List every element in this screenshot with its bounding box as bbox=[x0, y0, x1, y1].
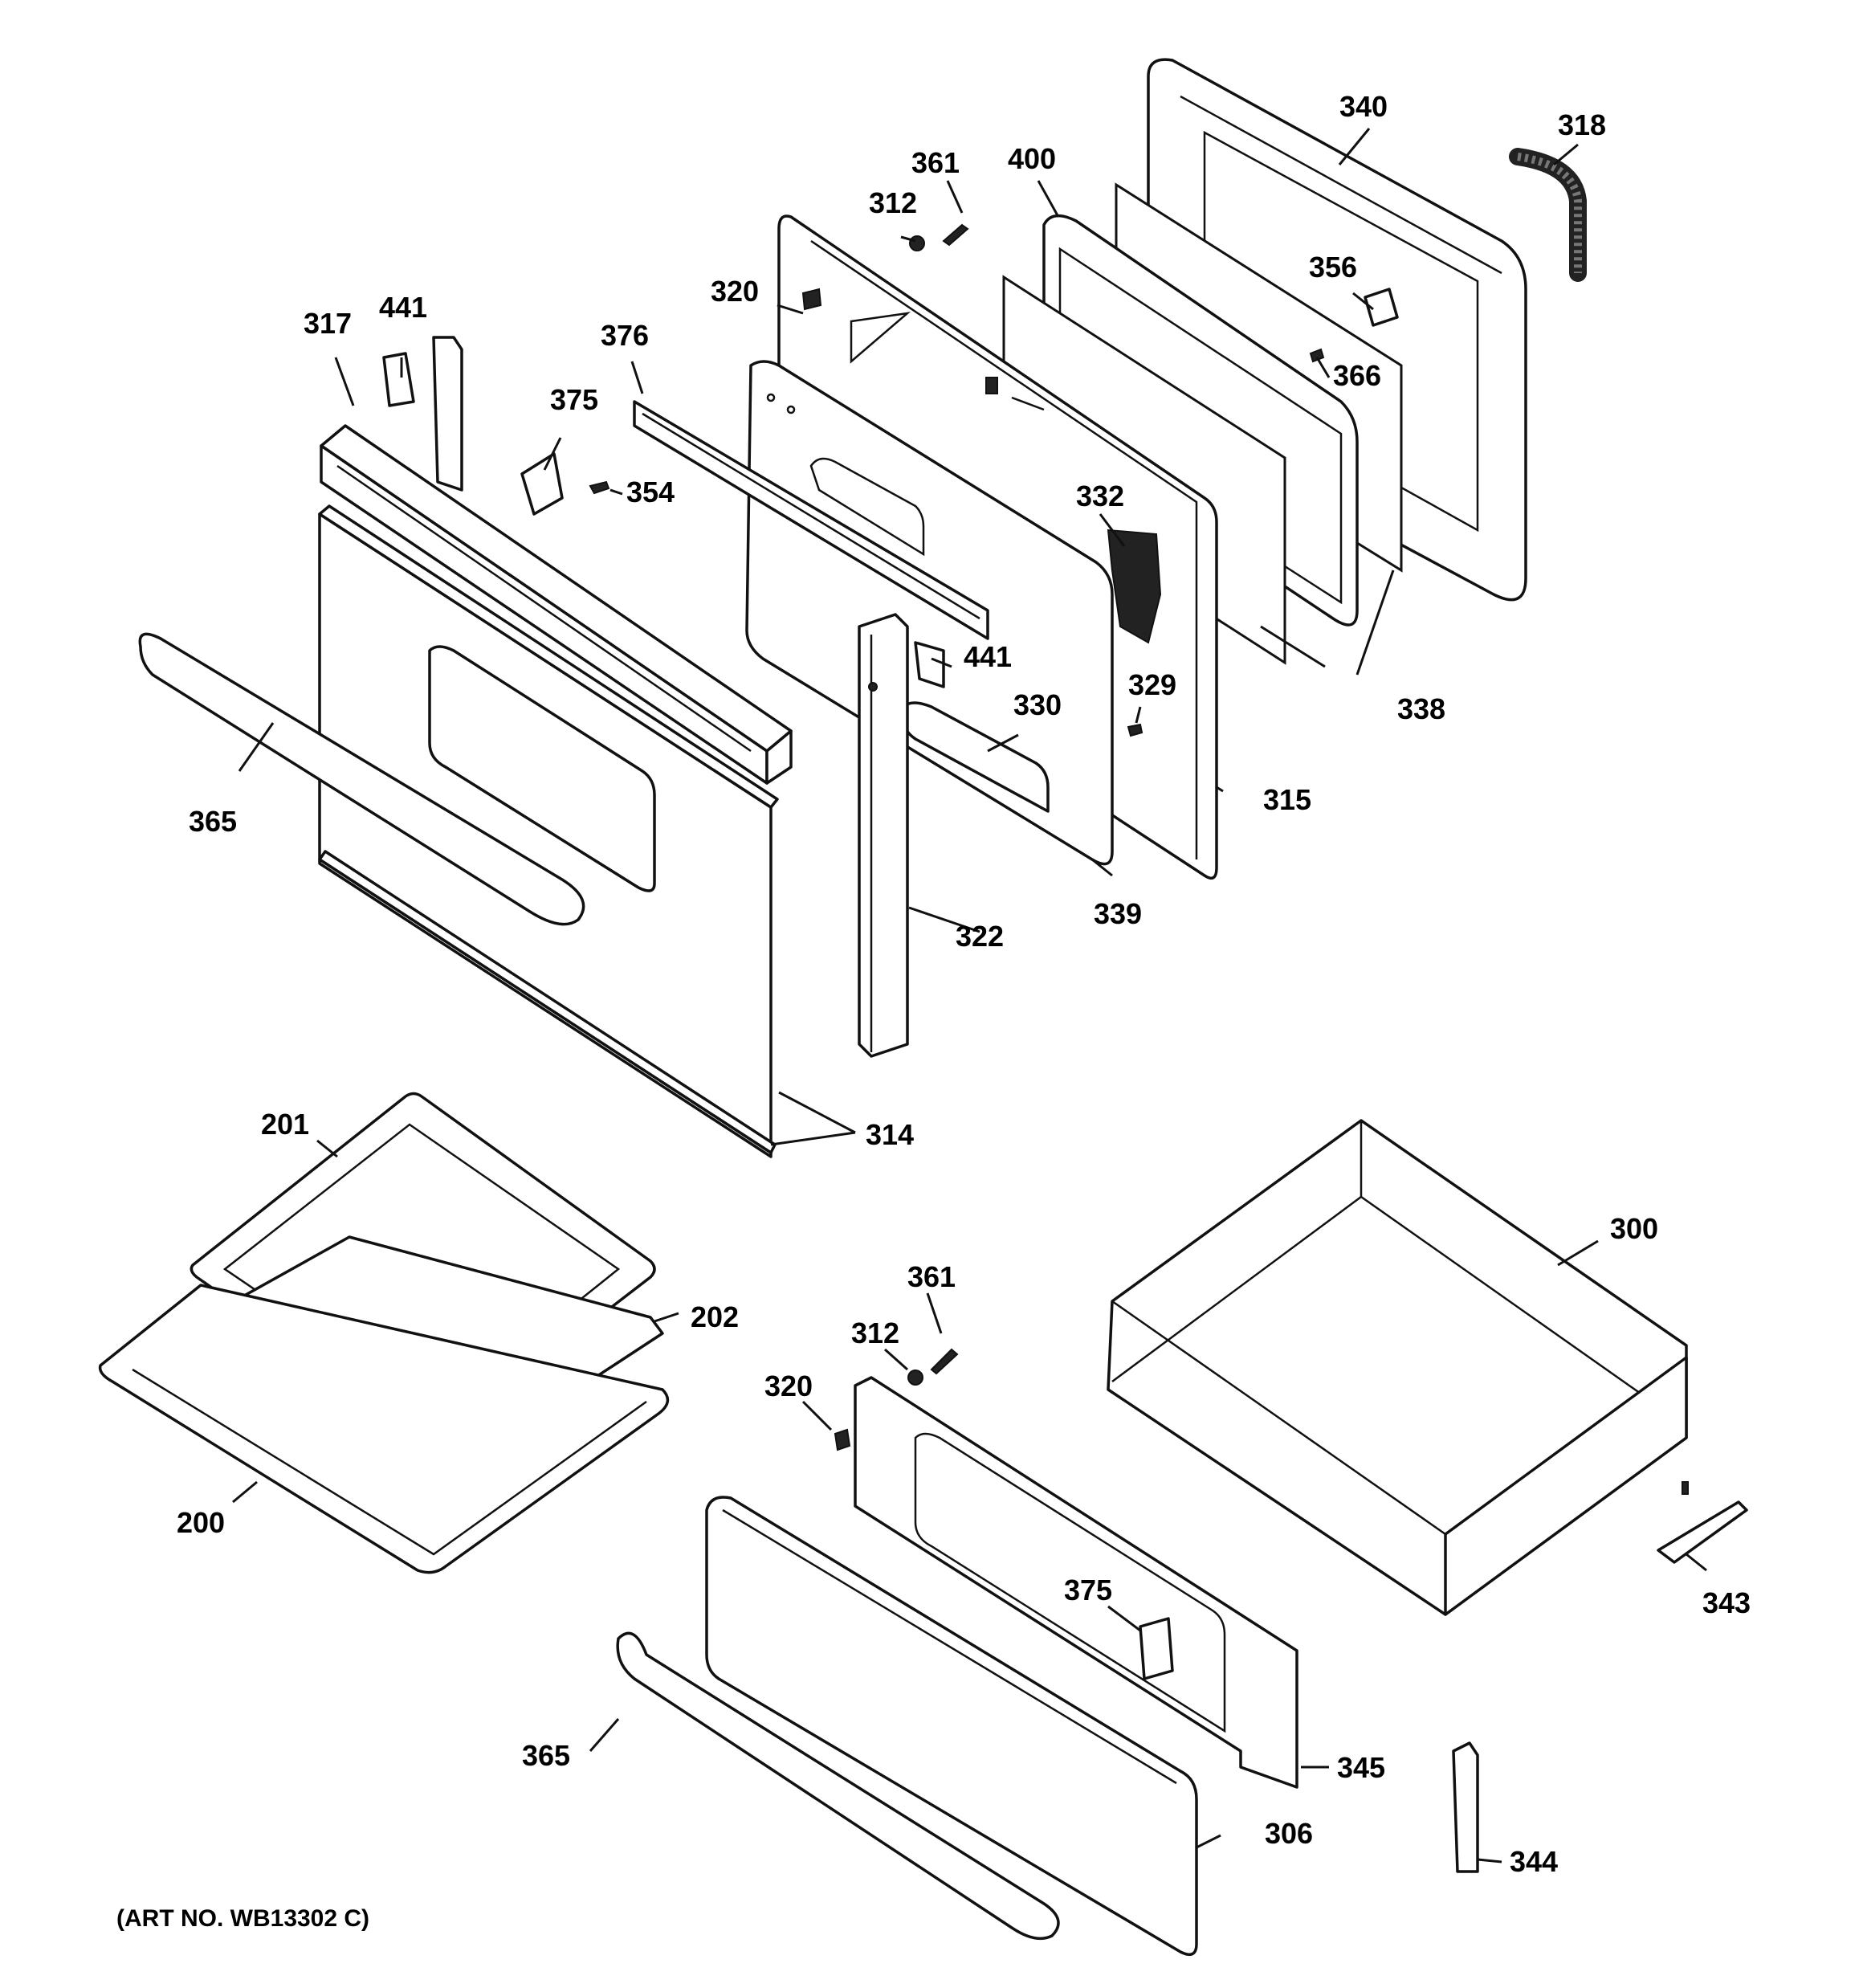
part-drawer-front bbox=[705, 1496, 1198, 1957]
callout-441-lower: 441 bbox=[964, 640, 1012, 673]
part-washer-312-lower bbox=[907, 1370, 923, 1386]
callout-365-lower: 365 bbox=[522, 1739, 570, 1772]
part-screw-329 bbox=[1127, 723, 1143, 737]
part-door-insulation bbox=[745, 360, 1114, 866]
callout-312-lower: 312 bbox=[851, 1316, 899, 1349]
callout-375-upper: 375 bbox=[550, 383, 598, 416]
callout-376: 376 bbox=[601, 319, 649, 352]
callout-361-lower: 361 bbox=[907, 1260, 956, 1293]
callout-202: 202 bbox=[691, 1300, 739, 1333]
callout-332: 332 bbox=[1076, 480, 1124, 512]
part-control-panel-trim bbox=[320, 424, 793, 785]
callout-441-upper: 441 bbox=[379, 291, 427, 324]
callout-201: 201 bbox=[261, 1108, 309, 1141]
callout-300: 300 bbox=[1610, 1212, 1658, 1245]
callout-317: 317 bbox=[304, 307, 352, 340]
part-drawer-side-rail bbox=[1452, 1741, 1479, 1873]
callout-330: 330 bbox=[1013, 688, 1062, 721]
callout-315: 315 bbox=[1263, 783, 1311, 816]
callout-306: 306 bbox=[1265, 1817, 1313, 1850]
callout-320-upper: 320 bbox=[711, 275, 759, 308]
part-drawer-handle bbox=[616, 1631, 1060, 1941]
callout-322: 322 bbox=[956, 920, 1004, 953]
part-door-gasket bbox=[1509, 148, 1587, 282]
part-screw-354 bbox=[589, 480, 610, 495]
callout-339: 339 bbox=[1094, 897, 1142, 930]
callout-329: 329 bbox=[1128, 668, 1176, 701]
leader-lines bbox=[232, 128, 1707, 1863]
part-clip-320 bbox=[801, 288, 822, 311]
callout-356: 356 bbox=[1309, 251, 1357, 284]
callout-361-upper: 361 bbox=[911, 146, 960, 179]
part-drawer-inner-panel bbox=[854, 1376, 1298, 1789]
part-door-handle bbox=[138, 632, 585, 926]
part-mount-bracket-356 bbox=[1364, 288, 1399, 327]
callout-375-lower: 375 bbox=[1064, 1574, 1112, 1606]
part-vent-bracket bbox=[1107, 529, 1162, 644]
callout-345: 345 bbox=[1337, 1751, 1385, 1784]
callout-200: 200 bbox=[177, 1506, 225, 1539]
callout-338: 338 bbox=[1397, 692, 1445, 725]
part-upper-bracket bbox=[520, 452, 564, 516]
part-hinge-bracket bbox=[382, 352, 945, 688]
part-clip-320-lower bbox=[834, 1428, 851, 1451]
callout-340: 340 bbox=[1339, 90, 1388, 123]
part-screw-366 bbox=[1309, 348, 1325, 363]
callout-314: 314 bbox=[866, 1118, 914, 1151]
callout-312-upper: 312 bbox=[869, 186, 917, 219]
callout-labels: 340 318 361 400 312 320 356 317 441 376 … bbox=[116, 90, 1751, 1932]
part-lower-bracket bbox=[1139, 1617, 1174, 1680]
part-oven-rack bbox=[98, 1284, 670, 1574]
part-storage-drawer bbox=[1107, 1119, 1688, 1616]
part-screw-361 bbox=[942, 223, 969, 247]
part-door-side-channel bbox=[858, 613, 909, 1058]
callout-344: 344 bbox=[1510, 1845, 1558, 1878]
part-outer-door-panel bbox=[318, 504, 779, 1158]
callout-366: 366 bbox=[1333, 359, 1381, 392]
callout-400: 400 bbox=[1008, 142, 1056, 175]
part-door-top-rail bbox=[633, 400, 989, 640]
callout-354: 354 bbox=[626, 476, 675, 508]
callout-343: 343 bbox=[1702, 1586, 1751, 1619]
part-washer-312 bbox=[909, 235, 925, 251]
callout-318: 318 bbox=[1558, 108, 1606, 141]
part-drawer-glide bbox=[1657, 1481, 1748, 1564]
part-screw-361-lower bbox=[930, 1348, 959, 1375]
part-hinge-strip bbox=[432, 336, 463, 492]
art-number: (ART NO. WB13302 C) bbox=[116, 1905, 369, 1932]
callout-320-lower: 320 bbox=[764, 1370, 813, 1402]
callout-365-upper: 365 bbox=[189, 805, 237, 838]
